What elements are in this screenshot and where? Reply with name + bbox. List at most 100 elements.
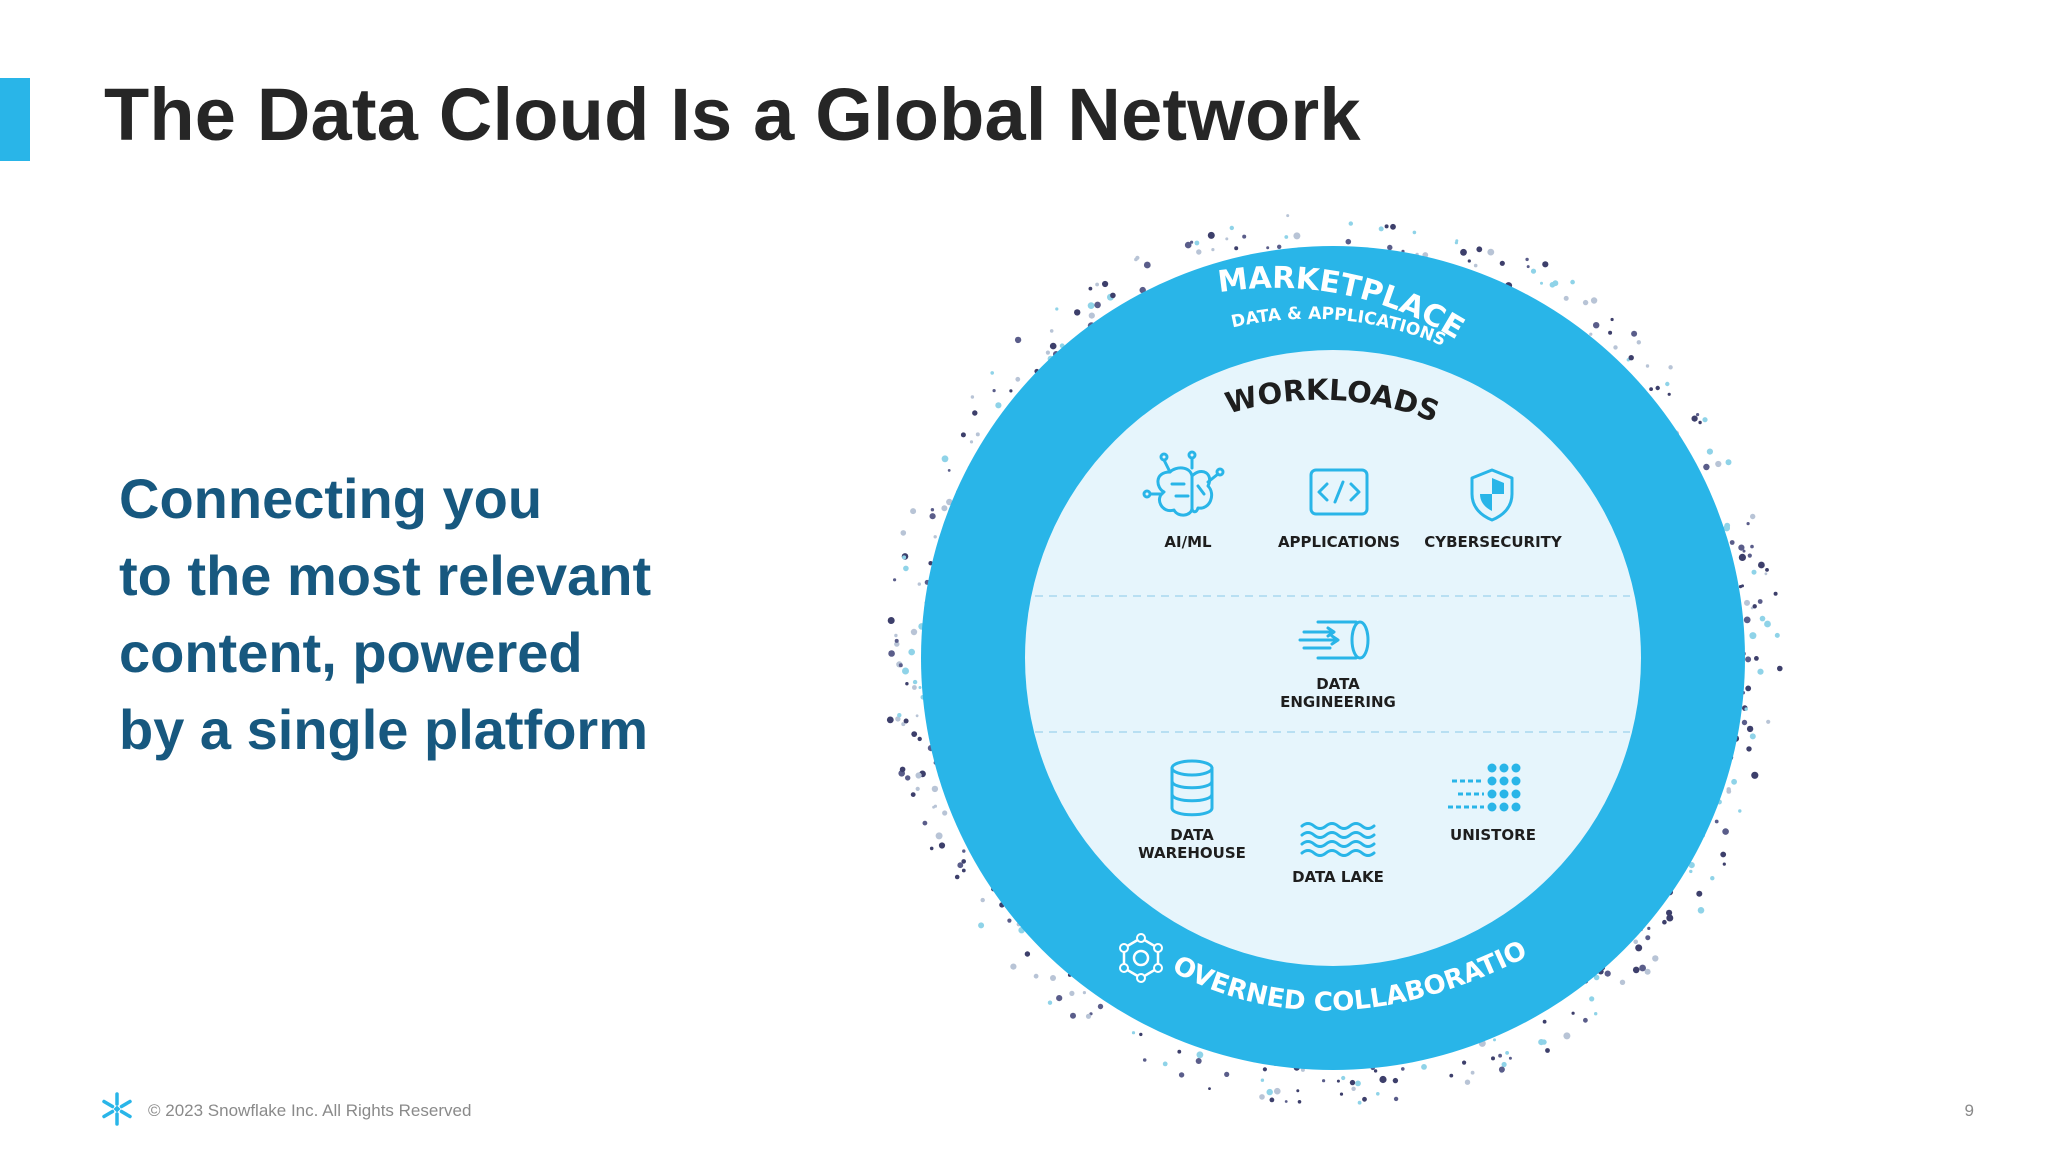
network-dot xyxy=(887,617,895,624)
network-dot xyxy=(929,846,934,851)
network-dot xyxy=(1745,656,1752,663)
network-dot xyxy=(933,535,937,539)
network-dot xyxy=(1225,237,1229,241)
network-dot xyxy=(1074,309,1081,316)
network-dot xyxy=(1493,1038,1496,1042)
network-dot xyxy=(1462,1060,1467,1065)
network-dot xyxy=(1746,522,1750,526)
shield-icon xyxy=(1470,468,1514,522)
network-dot xyxy=(1538,1039,1545,1046)
network-dot xyxy=(1207,231,1215,239)
network-dot xyxy=(1262,1067,1267,1072)
network-dot xyxy=(1545,1048,1550,1053)
network-dot xyxy=(1487,248,1495,256)
network-dot xyxy=(901,722,906,727)
network-dot xyxy=(1691,415,1698,422)
network-dot xyxy=(960,432,966,438)
network-dot xyxy=(1563,295,1569,301)
subtitle-line-1: Connecting you xyxy=(119,467,543,530)
network-dot xyxy=(1706,448,1713,455)
workload-label-ai-ml: AI/ML xyxy=(1164,533,1212,551)
unistore-grid-icon xyxy=(1448,763,1521,812)
network-dot xyxy=(1667,392,1671,396)
network-dot xyxy=(1594,1012,1598,1016)
network-dot xyxy=(1583,1017,1588,1023)
network-dot xyxy=(1774,632,1780,638)
network-dot xyxy=(912,685,917,690)
brain-circuit-icon xyxy=(1142,450,1225,517)
network-dot xyxy=(897,713,902,718)
network-dot xyxy=(1266,1088,1273,1096)
network-dot xyxy=(1697,907,1705,914)
copyright-text: © 2023 Snowflake Inc. All Rights Reserve… xyxy=(148,1101,472,1120)
code-window-icon xyxy=(1309,468,1369,516)
network-dot xyxy=(1757,668,1764,675)
network-dot xyxy=(1460,248,1467,256)
network-dot xyxy=(1498,1066,1505,1073)
network-dot xyxy=(1070,1012,1076,1019)
network-dot xyxy=(941,455,949,463)
network-dot xyxy=(905,682,909,686)
network-dot xyxy=(894,641,900,647)
network-dot xyxy=(1195,1058,1202,1064)
network-dot xyxy=(961,859,966,864)
network-dot xyxy=(1392,1077,1399,1084)
network-dot xyxy=(1619,979,1626,985)
page-title: The Data Cloud Is a Global Network xyxy=(104,73,1361,156)
network-dot xyxy=(1582,299,1589,306)
network-dot xyxy=(903,565,909,572)
network-dot xyxy=(1666,909,1673,916)
network-dot xyxy=(1088,312,1095,319)
network-dot xyxy=(1293,232,1301,240)
network-dot xyxy=(1765,568,1769,572)
network-dot xyxy=(1196,1051,1204,1059)
network-dot xyxy=(1746,746,1752,752)
network-dot xyxy=(1259,1094,1265,1100)
network-dot xyxy=(1208,1087,1211,1090)
network-dot xyxy=(1357,1100,1362,1105)
subtitle-line-2: to the most relevant xyxy=(119,544,652,607)
network-dot xyxy=(1049,329,1054,333)
network-dot xyxy=(1729,540,1735,545)
network-dot xyxy=(1526,265,1530,269)
network-dot xyxy=(1720,851,1727,858)
network-dot xyxy=(1010,963,1017,970)
network-dot xyxy=(1773,591,1778,596)
network-dot xyxy=(910,792,916,797)
snowflake-logo-icon xyxy=(102,1092,132,1126)
network-dot xyxy=(1764,572,1768,576)
network-dot xyxy=(1047,1000,1053,1005)
workload-label-data-engineering-2: ENGINEERING xyxy=(1280,693,1396,711)
network-dot xyxy=(1194,240,1200,246)
network-dot xyxy=(1178,1072,1185,1078)
network-dot xyxy=(1628,355,1634,361)
network-dot xyxy=(915,714,919,718)
network-dot xyxy=(886,716,894,724)
network-dot xyxy=(947,469,951,472)
network-dot xyxy=(1542,261,1549,268)
network-dot xyxy=(1738,544,1745,551)
network-dot xyxy=(1464,1079,1471,1085)
network-dot xyxy=(1662,919,1667,925)
network-dot xyxy=(1751,569,1757,575)
network-dot xyxy=(1758,561,1765,569)
network-dot xyxy=(1024,951,1031,957)
network-dot xyxy=(1045,350,1050,355)
network-dot xyxy=(1087,302,1095,309)
network-dot xyxy=(1349,1079,1356,1086)
network-dot xyxy=(962,849,966,853)
network-dot xyxy=(1752,604,1757,609)
network-dot xyxy=(1649,387,1653,391)
network-dot xyxy=(1467,259,1471,263)
network-dot xyxy=(1570,279,1575,285)
network-dot xyxy=(1007,918,1012,923)
network-dot xyxy=(941,505,948,512)
network-dot xyxy=(935,832,943,840)
network-dot xyxy=(1009,389,1013,393)
network-dot xyxy=(1260,1078,1265,1082)
network-dot xyxy=(1033,973,1039,979)
network-dot xyxy=(898,663,903,668)
network-dot xyxy=(1655,385,1660,391)
network-dot xyxy=(1378,226,1384,232)
network-dot xyxy=(1351,1086,1356,1092)
